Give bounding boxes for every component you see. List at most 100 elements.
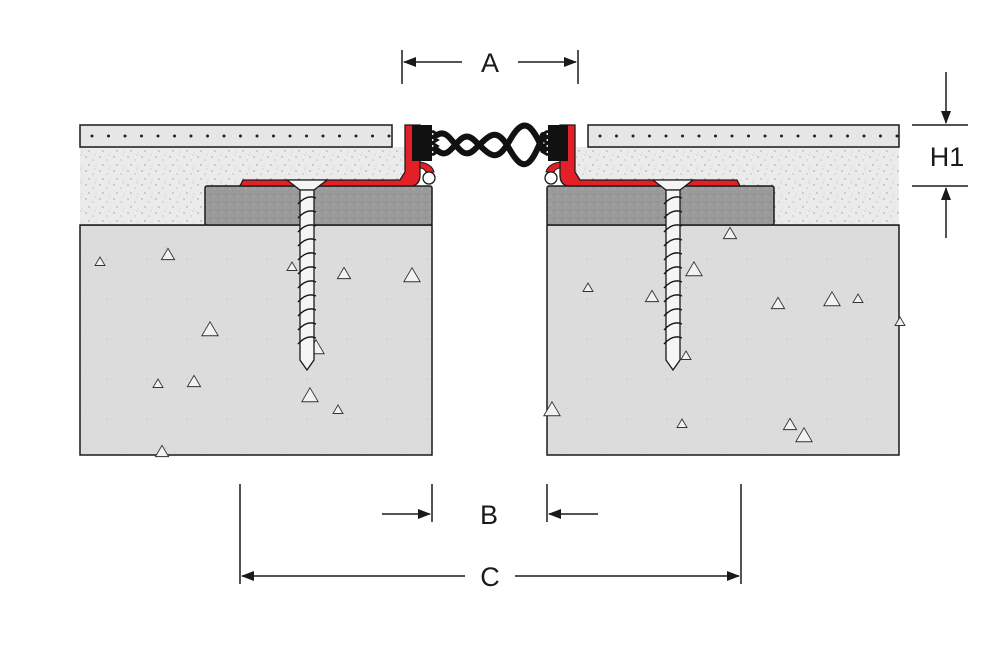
left-screw-shank	[299, 189, 315, 372]
tile-dot	[387, 134, 391, 138]
aggregate-mark	[852, 293, 864, 303]
tile-dot	[648, 134, 651, 138]
right-anchor-screw	[651, 179, 695, 372]
dimension-h1	[912, 72, 968, 238]
dimension-c-label: C	[480, 562, 500, 592]
aggregate-mark	[676, 418, 688, 428]
aggregate-mark	[403, 266, 421, 283]
tile-dot	[173, 134, 176, 138]
screw-thread	[663, 308, 683, 317]
screw-thread	[297, 294, 317, 303]
aggregate-mark	[201, 320, 219, 337]
tile-dot	[140, 134, 143, 138]
screw-thread	[297, 322, 317, 331]
right-bedding-mortar	[546, 185, 775, 226]
aggregate-mark	[160, 247, 176, 261]
aggregate-mark	[782, 417, 798, 431]
left-profile-red-flange	[238, 124, 421, 187]
tile-dot	[631, 134, 635, 138]
dimension-h1-top-arrow	[941, 111, 951, 124]
dimension-c-left-arrow	[241, 571, 254, 581]
elastomer-insert	[434, 122, 546, 167]
tile-dot	[813, 134, 816, 138]
screw-thread	[663, 266, 683, 275]
concrete-aggregate-marks	[94, 226, 906, 458]
dimension-a-right-arrow	[564, 57, 577, 67]
screw-thread	[663, 280, 683, 289]
screw-thread	[663, 196, 683, 205]
aggregate-mark	[152, 378, 164, 388]
dimension-a-label: A	[481, 48, 499, 78]
tile-dot	[222, 134, 226, 138]
left-aluminium-profile	[238, 124, 440, 187]
tile-dot	[189, 134, 193, 138]
screw-thread	[663, 252, 683, 261]
aggregate-mark	[644, 289, 660, 303]
tile-dot	[206, 134, 209, 138]
dimension-b-left-arrow	[418, 509, 431, 519]
left-profile-red-clip	[419, 161, 435, 173]
dimension-h1-bottom-arrow	[941, 187, 951, 200]
aggregate-mark	[795, 426, 813, 443]
aggregate-mark	[823, 290, 841, 307]
tile-dot	[846, 134, 849, 138]
tile-dot	[615, 134, 618, 138]
screw-thread	[663, 336, 683, 345]
screw-thread	[297, 266, 317, 275]
dimension-h1-label: H1	[930, 142, 965, 172]
dimension-a	[401, 50, 579, 84]
dimension-b	[382, 484, 598, 522]
tile-dot	[255, 134, 259, 138]
tile-dot	[598, 134, 602, 138]
aggregate-mark	[286, 261, 298, 271]
tile-dot	[763, 134, 767, 138]
screw-thread	[663, 322, 683, 331]
left-tile-layer	[79, 124, 393, 148]
tile-dot	[338, 134, 341, 138]
tile-dot	[747, 134, 750, 138]
screw-thread	[297, 336, 317, 345]
screw-thread	[297, 252, 317, 261]
dimension-b-right-arrow	[548, 509, 561, 519]
aggregate-mark	[722, 226, 738, 240]
tile-dot	[288, 134, 292, 138]
tile-dot	[272, 134, 275, 138]
left-bedding-mortar	[204, 185, 433, 226]
left-profile-hinge	[422, 171, 436, 185]
right-tile-layer	[587, 124, 900, 148]
tile-dot	[714, 134, 717, 138]
left-profile-black-cap	[412, 125, 432, 161]
right-profile-black-cap	[548, 125, 568, 161]
dimension-a-left-arrow	[403, 57, 416, 67]
aggregate-mark	[301, 386, 319, 403]
aggregate-mark	[685, 260, 703, 277]
aggregate-mark	[680, 350, 692, 360]
screw-thread	[663, 294, 683, 303]
right-profile-hinge	[544, 171, 558, 185]
tile-dot	[107, 134, 110, 138]
aggregate-mark	[582, 282, 594, 292]
dimension-b-label: B	[480, 500, 498, 530]
left-concrete-slab	[79, 224, 433, 456]
aggregate-mark	[543, 400, 561, 417]
tile-dot	[730, 134, 734, 138]
left-anchor-screw	[285, 179, 329, 372]
tile-dot	[895, 134, 899, 138]
tile-dot	[796, 134, 800, 138]
tile-dot	[321, 134, 325, 138]
right-substrate-group	[546, 124, 900, 456]
dimension-c-right-arrow	[727, 571, 740, 581]
right-screw-shank	[665, 189, 681, 372]
screw-thread	[297, 308, 317, 317]
screw-thread	[663, 238, 683, 247]
tile-dot	[239, 134, 242, 138]
aggregate-mark	[332, 404, 344, 414]
screw-thread	[297, 238, 317, 247]
right-profile-red-clip	[545, 161, 561, 173]
screw-thread	[297, 280, 317, 289]
tile-dot	[90, 134, 94, 138]
tile-dot	[697, 134, 701, 138]
tile-dot	[681, 134, 684, 138]
screw-thread	[297, 210, 317, 219]
right-profile-red-flange	[559, 124, 742, 187]
